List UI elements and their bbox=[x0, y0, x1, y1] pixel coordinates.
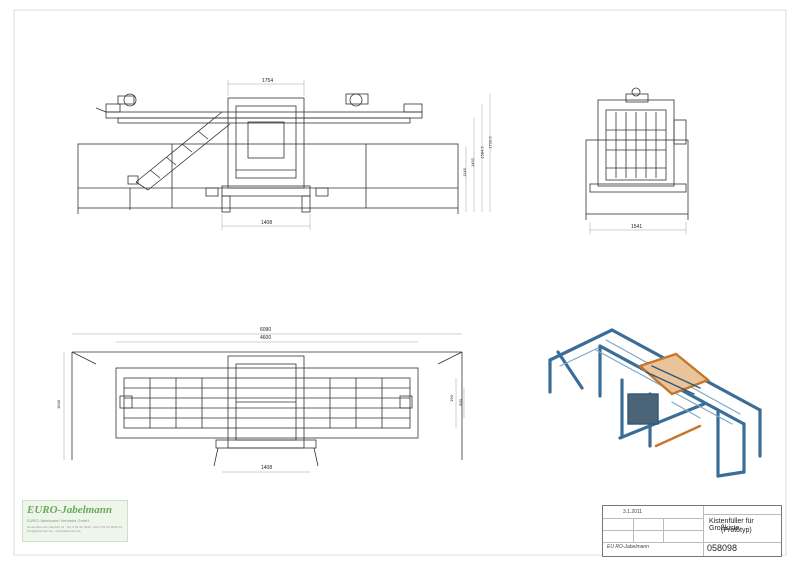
dim-front-v4: 1720.5 bbox=[487, 136, 493, 149]
dim-side-bottom: 1541 bbox=[631, 224, 643, 230]
dim-front-v2: 1492 bbox=[469, 158, 475, 167]
drawing-subtitle: (Prototyp) bbox=[721, 527, 752, 534]
drawing-date: 3.1.2011 bbox=[623, 509, 643, 515]
dim-front-v3: 1584.5 bbox=[479, 146, 485, 159]
dim-front-bottom: 1408 bbox=[261, 220, 273, 226]
company-name: EURO-Jabelmann Vertriebs GmbH bbox=[27, 518, 90, 523]
company-address: Neuenhaus-Am Hambüh 13 · Tel. 0 59 41/ 9… bbox=[27, 525, 124, 533]
dim-plan-left-height: 1640 bbox=[55, 400, 61, 409]
dim-plan-overall: 6090 bbox=[260, 327, 272, 333]
isometric-view bbox=[548, 328, 762, 478]
dim-plan-bottom: 1408 bbox=[261, 465, 273, 471]
plan-view bbox=[71, 351, 463, 467]
drawing-number: 058098 bbox=[707, 543, 738, 553]
drawing-title: Kistenfüller für Großkiste bbox=[709, 518, 754, 532]
company-logo-text: EURO-Jabelmann bbox=[27, 504, 112, 516]
front-view-dimensions bbox=[221, 80, 491, 230]
front-view bbox=[77, 93, 459, 214]
dim-plan-inner: 4600 bbox=[260, 335, 272, 341]
dim-front-top: 1754 bbox=[262, 78, 274, 84]
dim-plan-right-2: 500 bbox=[457, 399, 463, 406]
title-block: 3.1.2011 Kistenfüller für Großkiste (Pro… bbox=[602, 505, 782, 557]
company-logo: EURO-Jabelmann EURO-Jabelmann Vertriebs … bbox=[22, 500, 128, 542]
plan-view-dimensions bbox=[63, 333, 465, 473]
dim-plan-right-1: 190 bbox=[448, 395, 454, 402]
side-view-dimensions bbox=[589, 222, 687, 234]
dim-front-v1: 1145 bbox=[461, 168, 467, 177]
side-view bbox=[585, 87, 689, 220]
title-block-logo: EU RO-Jabelmann bbox=[607, 544, 649, 550]
